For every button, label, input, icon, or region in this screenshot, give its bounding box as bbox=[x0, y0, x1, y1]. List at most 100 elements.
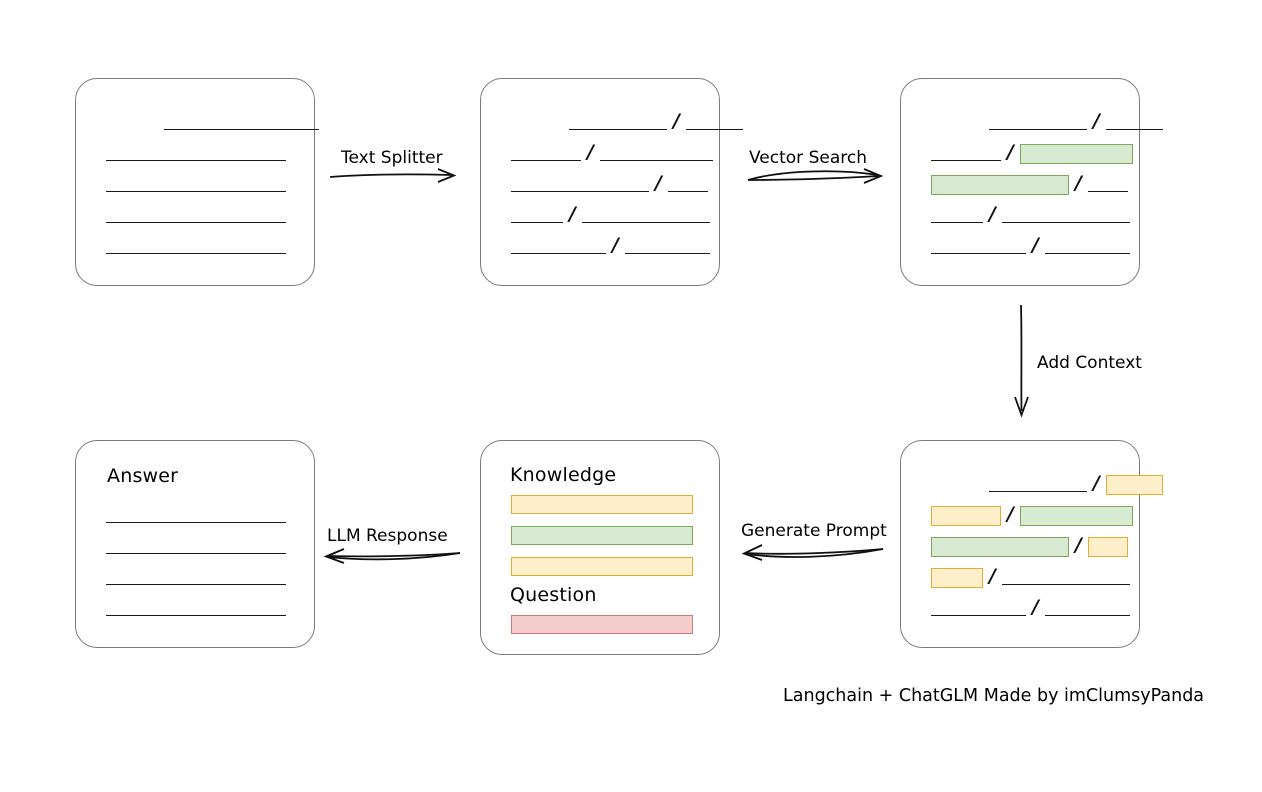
knowledge-bar bbox=[511, 557, 693, 576]
doc-line bbox=[106, 537, 286, 557]
node-split-chunks[interactable]: / / / / / bbox=[480, 78, 743, 286]
highlight-chunk-green bbox=[931, 175, 1069, 195]
chunk-separator: / bbox=[1075, 533, 1082, 556]
node-context-chunks[interactable]: / / / / / bbox=[900, 440, 1163, 648]
text-rule bbox=[106, 191, 286, 192]
text-rule bbox=[931, 253, 1026, 254]
text-rule bbox=[511, 253, 606, 254]
doc-line bbox=[106, 506, 286, 526]
text-rule bbox=[106, 553, 286, 554]
text-rule bbox=[1044, 615, 1130, 616]
highlight-chunk-green bbox=[1019, 506, 1133, 526]
doc-line: / bbox=[511, 140, 713, 164]
text-rule bbox=[685, 129, 743, 130]
text-rule bbox=[106, 253, 286, 254]
chunk-separator: / bbox=[587, 140, 594, 163]
text-rule bbox=[624, 253, 710, 254]
doc-line bbox=[106, 599, 286, 619]
text-rule bbox=[599, 160, 713, 161]
text-rule bbox=[106, 522, 286, 523]
split-chunks-body: / / / / / bbox=[481, 79, 743, 285]
doc-line bbox=[106, 175, 286, 195]
text-rule bbox=[1001, 222, 1130, 223]
arrow-down-icon bbox=[1014, 304, 1029, 418]
highlight-chunk-green bbox=[1019, 144, 1133, 164]
prompt-body: Knowledge Question bbox=[481, 441, 719, 654]
text-rule bbox=[931, 222, 983, 223]
highlight-chunk-yellow bbox=[931, 568, 983, 588]
text-rule bbox=[1001, 584, 1130, 585]
edge-generate-prompt bbox=[740, 542, 885, 562]
chunk-separator: / bbox=[612, 233, 619, 256]
answer-title: Answer bbox=[107, 465, 179, 487]
node-source-document[interactable] bbox=[75, 78, 319, 286]
node-matched-chunks[interactable]: ///// bbox=[900, 78, 1163, 286]
text-rule bbox=[511, 191, 649, 192]
doc-line: / bbox=[511, 204, 710, 226]
text-rule bbox=[667, 191, 708, 192]
doc-line: / bbox=[989, 109, 1163, 133]
doc-line: / bbox=[511, 233, 710, 257]
source-document-body bbox=[76, 79, 319, 285]
chunk-separator: / bbox=[1093, 471, 1100, 494]
edge-label-vector-search: Vector Search bbox=[749, 148, 867, 168]
chunk-separator: / bbox=[1075, 171, 1082, 194]
highlight-chunk-yellow bbox=[1105, 475, 1163, 495]
chunk-separator: / bbox=[673, 109, 680, 132]
footer-note: Langchain + ChatGLM Made by imClumsyPand… bbox=[783, 686, 1205, 706]
knowledge-label: Knowledge bbox=[510, 464, 617, 486]
text-rule bbox=[106, 160, 286, 161]
node-answer-document[interactable] bbox=[75, 440, 315, 648]
highlight-chunk-green bbox=[931, 537, 1069, 557]
doc-line: / bbox=[931, 597, 1130, 619]
node-generated-prompt[interactable]: Knowledge Question bbox=[480, 440, 720, 655]
text-rule bbox=[511, 222, 563, 223]
edge-label-add-context: Add Context bbox=[1037, 353, 1142, 373]
text-rule bbox=[581, 222, 710, 223]
edge-label-llm-response: LLM Response bbox=[327, 526, 448, 546]
doc-line: / bbox=[569, 109, 743, 133]
doc-line: / bbox=[511, 171, 708, 195]
edge-label-generate-prompt: Generate Prompt bbox=[741, 521, 887, 541]
matched-chunks-body: ///// bbox=[901, 79, 1163, 285]
text-rule bbox=[931, 160, 1001, 161]
arrow-right-icon bbox=[329, 168, 457, 183]
doc-line bbox=[164, 113, 319, 133]
edge-vector-search bbox=[747, 165, 888, 187]
doc-line: / bbox=[931, 502, 1133, 526]
doc-line bbox=[106, 144, 286, 164]
highlight-chunk-yellow bbox=[1087, 537, 1128, 557]
arrow-left-icon bbox=[323, 548, 461, 564]
chunk-separator: / bbox=[989, 564, 996, 587]
answer-body bbox=[76, 441, 314, 647]
text-rule bbox=[1087, 191, 1128, 192]
text-rule bbox=[1105, 129, 1163, 130]
edge-llm-response bbox=[322, 545, 462, 565]
doc-line: / bbox=[989, 471, 1163, 495]
text-rule bbox=[106, 222, 286, 223]
doc-line: / bbox=[931, 564, 1130, 588]
text-rule bbox=[1044, 253, 1130, 254]
chunk-separator: / bbox=[655, 171, 662, 194]
edge-label-text-splitter: Text Splitter bbox=[341, 148, 443, 168]
doc-line bbox=[106, 237, 286, 257]
text-rule bbox=[106, 615, 286, 616]
chunk-separator: / bbox=[1007, 140, 1014, 163]
text-rule bbox=[106, 584, 286, 585]
text-rule bbox=[989, 129, 1087, 130]
chunk-separator: / bbox=[1093, 109, 1100, 132]
doc-line bbox=[106, 206, 286, 226]
text-rule bbox=[569, 129, 667, 130]
doc-line: / bbox=[931, 171, 1128, 195]
text-rule bbox=[989, 491, 1087, 492]
text-rule bbox=[931, 615, 1026, 616]
chunk-separator: / bbox=[1032, 233, 1039, 256]
text-rule bbox=[511, 160, 581, 161]
chunk-separator: / bbox=[1007, 502, 1014, 525]
highlight-chunk-yellow bbox=[931, 506, 1001, 526]
arrow-left-icon bbox=[741, 544, 884, 561]
doc-line: / bbox=[931, 533, 1128, 557]
question-bar bbox=[511, 615, 693, 634]
text-rule bbox=[164, 129, 319, 130]
